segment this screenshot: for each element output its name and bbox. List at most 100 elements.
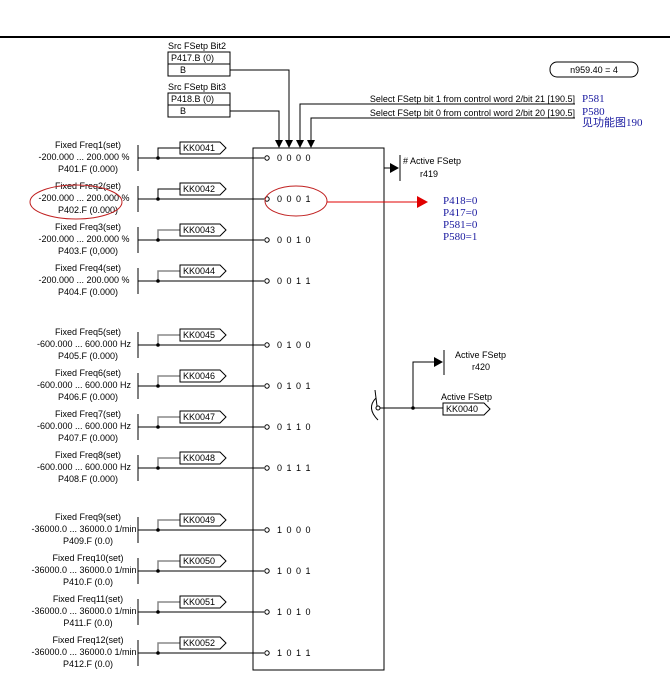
- branch-line: [157, 416, 180, 427]
- connector-label: KK0050: [183, 556, 215, 566]
- input-row[interactable]: Fixed Freq5(set) -600.000 ... 600.000 Hz P…: [37, 327, 311, 361]
- output-active-display: Active FSetp r420: [412, 350, 506, 408]
- connector-box[interactable]: [179, 328, 227, 342]
- switch-icon: [371, 389, 381, 421]
- input-row[interactable]: Fixed Freq6(set)-600.000 ... 600.000 HzP…: [37, 368, 311, 402]
- branch-line: [157, 560, 180, 571]
- source-connector: B: [180, 65, 186, 75]
- svg-text:KK0040: KK0040: [446, 404, 478, 414]
- bit-pattern: 1 0 1 0: [277, 607, 311, 617]
- input-row[interactable]: Fixed Freq4(set)-200.000 ... 200.000 %P4…: [38, 263, 310, 297]
- input-row[interactable]: Fixed Freq9(set) -36000.0 ... 36000.0 1/m…: [31, 512, 310, 546]
- junction-dot: [156, 425, 160, 429]
- input-param[interactable]: P407.F (0.000): [58, 433, 118, 443]
- junction-dot: [156, 197, 160, 201]
- input-param[interactable]: P408.F (0.000): [58, 474, 118, 484]
- input-range: -200.000 ... 200.000 %: [38, 275, 129, 285]
- input-param[interactable]: P406.F (0.000): [58, 392, 118, 402]
- input-row[interactable]: Fixed Freq10(set)-36000.0 ... 36000.0 1/…: [31, 553, 310, 587]
- select-bit0: Select FSetp bit 0 from control word 2/b…: [310, 106, 605, 140]
- branch-line: [157, 642, 180, 653]
- svg-text:# Active FSetp: # Active FSetp: [403, 156, 461, 166]
- input-row[interactable]: Fixed Freq1(set)-200.000 ... 200.000 %P4…: [38, 140, 310, 174]
- bit-pattern: 0 0 1 0: [277, 235, 311, 245]
- svg-text:P580: P580: [582, 106, 605, 118]
- input-param[interactable]: P409.F (0.0): [63, 536, 113, 546]
- connector-box[interactable]: [179, 182, 227, 196]
- highlight-ellipse-label: [29, 184, 123, 220]
- connector-label: KK0042: [183, 184, 215, 194]
- input-name: Fixed Freq8(set): [55, 450, 121, 460]
- input-row[interactable]: Fixed Freq7(set)-600.000 ... 600.000 HzP…: [37, 409, 311, 443]
- connector-label: KK0043: [183, 225, 215, 235]
- bit-pattern: 0 1 0 1: [277, 381, 311, 391]
- svg-text:Active FSetp: Active FSetp: [441, 392, 492, 402]
- input-param[interactable]: P410.F (0.0): [63, 577, 113, 587]
- selector-block: [252, 147, 385, 671]
- annotation: P418=0 P417=0 P581=0 P580=1: [29, 184, 478, 243]
- input-param[interactable]: P405.F (0.000): [58, 351, 118, 361]
- connector-box[interactable]: [179, 410, 227, 424]
- connector-box[interactable]: [179, 369, 227, 383]
- input-row[interactable]: Fixed Freq11(set)-36000.0 ... 36000.0 1/…: [31, 594, 310, 628]
- svg-text:Select FSetp bit 1 from contro: Select FSetp bit 1 from control word 2/b…: [370, 94, 575, 104]
- junction-dot: [156, 651, 160, 655]
- input-range: -200.000 ... 200.000 %: [38, 152, 129, 162]
- junction-dot: [156, 569, 160, 573]
- junction-dot: [156, 238, 160, 242]
- bit-pattern: 0 1 1 0: [277, 422, 311, 432]
- connector-box[interactable]: [179, 223, 227, 237]
- input-name: Fixed Freq12(set): [52, 635, 123, 645]
- bit-pattern: 0 1 0 0: [277, 340, 311, 350]
- select-bit1: Select FSetp bit 1 from control word 2/b…: [299, 93, 605, 140]
- switch-contact-icon: [264, 383, 270, 389]
- source-bit3[interactable]: Src FSetp Bit3 P418.B (0) B: [167, 82, 280, 140]
- connector-box[interactable]: [179, 513, 227, 527]
- input-range: -600.000 ... 600.000 Hz: [37, 421, 132, 431]
- connector-label: KK0044: [183, 266, 215, 276]
- input-name: Fixed Freq9(set): [55, 512, 121, 522]
- svg-text:P581=0: P581=0: [443, 219, 478, 231]
- input-param[interactable]: P404.F (0.000): [58, 287, 118, 297]
- connector-box[interactable]: [179, 636, 227, 650]
- svg-text:P418=0: P418=0: [443, 195, 478, 207]
- input-param[interactable]: P401.F (0.000): [58, 164, 118, 174]
- source-bit2[interactable]: Src FSetp Bit2 P417.B (0) B: [167, 41, 290, 140]
- junction-dot: [156, 610, 160, 614]
- input-param[interactable]: P412.F (0.0): [63, 659, 113, 669]
- input-row[interactable]: Fixed Freq12(set) -36000.0 ... 36000.0 1/…: [31, 635, 310, 669]
- branch-line: [157, 375, 180, 386]
- svg-text:P581: P581: [582, 93, 605, 105]
- connector-box[interactable]: [179, 554, 227, 568]
- connector-box[interactable]: [179, 141, 227, 155]
- annotation-arrow-head: [417, 196, 428, 208]
- branch-line: [157, 147, 180, 158]
- junction-dot: [156, 156, 160, 160]
- svg-text:P417=0: P417=0: [443, 207, 478, 219]
- switch-contact-icon: [264, 527, 270, 533]
- input-param[interactable]: P402.F (0.000): [58, 205, 118, 215]
- input-param[interactable]: P411.F (0.0): [63, 618, 112, 628]
- connector-box[interactable]: [179, 451, 227, 465]
- input-range: -36000.0 ... 36000.0 1/min: [31, 524, 136, 534]
- switch-contact-icon: [264, 568, 270, 574]
- junction-dot: [156, 384, 160, 388]
- input-range: -600.000 ... 600.000 Hz: [37, 339, 132, 349]
- connector-box[interactable]: [179, 264, 227, 278]
- input-param[interactable]: P403.F (0,000): [58, 246, 118, 256]
- input-name: Fixed Freq5(set): [55, 327, 121, 337]
- input-row[interactable]: Fixed Freq2(set)-200.000 ... 200.000 %P4…: [38, 181, 310, 215]
- svg-text:Select FSetp bit 0 from contro: Select FSetp bit 0 from control word 2/b…: [370, 108, 575, 118]
- source-param: P418.B (0): [171, 94, 214, 104]
- input-row[interactable]: Fixed Freq8(set)-600.000 ... 600.000 HzP…: [37, 450, 311, 484]
- connector-label: KK0045: [183, 330, 215, 340]
- connector-box[interactable]: [179, 595, 227, 609]
- input-range: -36000.0 ... 36000.0 1/min: [31, 647, 136, 657]
- svg-text:n959.40 = 4: n959.40 = 4: [570, 65, 618, 75]
- input-row[interactable]: Fixed Freq3(set)-200.000 ... 200.000 %P4…: [38, 222, 310, 256]
- input-range: -36000.0 ... 36000.0 1/min: [31, 565, 136, 575]
- bit-arrows: [275, 140, 315, 148]
- bit-pattern: 0 0 0 1: [277, 194, 311, 204]
- output-active-connector[interactable]: Active FSetp KK0040: [441, 392, 492, 416]
- branch-line: [157, 188, 180, 199]
